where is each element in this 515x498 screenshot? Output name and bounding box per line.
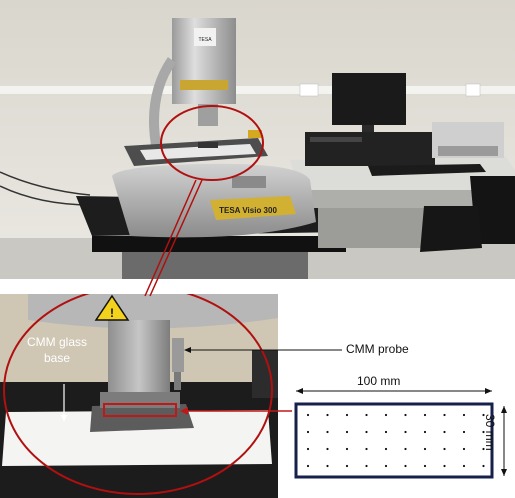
measurement-point [326, 430, 329, 434]
sample-schematic [278, 294, 515, 498]
measurement-point [326, 447, 329, 451]
measurement-point [462, 464, 466, 468]
measurement-point [365, 447, 368, 451]
measurement-point [443, 430, 446, 434]
measurement-point [345, 464, 349, 468]
measurement-point [326, 464, 329, 468]
sample-highlight-box [103, 403, 177, 417]
measurement-point [365, 430, 368, 434]
measurement-point-grid [306, 413, 485, 468]
measurement-point [482, 430, 485, 434]
measurement-point [345, 430, 349, 434]
closeup-highlight-ellipse [3, 294, 273, 495]
probe-label: CMM probe [346, 342, 409, 356]
measurement-point [462, 430, 466, 434]
warning-sign-icon: ! [94, 294, 130, 321]
lab-overview-photo: TESA TESA Visio 300 [0, 0, 515, 279]
svg-text:!: ! [110, 306, 114, 320]
width-dimension-label: 100 mm [357, 374, 401, 388]
measurement-point [345, 447, 349, 451]
measurement-point [443, 447, 446, 451]
measurement-point [384, 413, 388, 417]
measurement-point [404, 413, 407, 417]
zoom-highlight-ellipse [160, 105, 264, 181]
measurement-point [384, 447, 388, 451]
measurement-point [423, 430, 427, 434]
measurement-point [306, 430, 310, 434]
measurement-point [462, 447, 466, 451]
measurement-point [423, 447, 427, 451]
measurement-point [482, 413, 485, 417]
measurement-point [384, 464, 388, 468]
measurement-point [423, 413, 427, 417]
measurement-point [462, 413, 466, 417]
measurement-point [404, 430, 407, 434]
measurement-point [306, 447, 310, 451]
measurement-point [365, 413, 368, 417]
measurement-point [365, 464, 368, 468]
measurement-point [384, 430, 388, 434]
measurement-point [404, 464, 407, 468]
svg-text:TESA: TESA [198, 37, 212, 43]
measurement-point [482, 464, 485, 468]
height-dimension-label: 30 mm [483, 414, 497, 451]
measurement-point [345, 413, 349, 417]
glass-base-label: CMM glass base [26, 335, 87, 365]
measurement-point [443, 464, 446, 468]
measurement-point [482, 447, 485, 451]
measurement-point [404, 447, 407, 451]
measurement-point [443, 413, 446, 417]
measurement-point [326, 413, 329, 417]
measurement-point [306, 413, 310, 417]
svg-text:TESA Visio 300: TESA Visio 300 [219, 206, 277, 215]
probe-closeup-photo: ! [0, 294, 278, 498]
measurement-point [423, 464, 427, 468]
sample-rectangle [294, 402, 494, 479]
measurement-point [306, 464, 310, 468]
